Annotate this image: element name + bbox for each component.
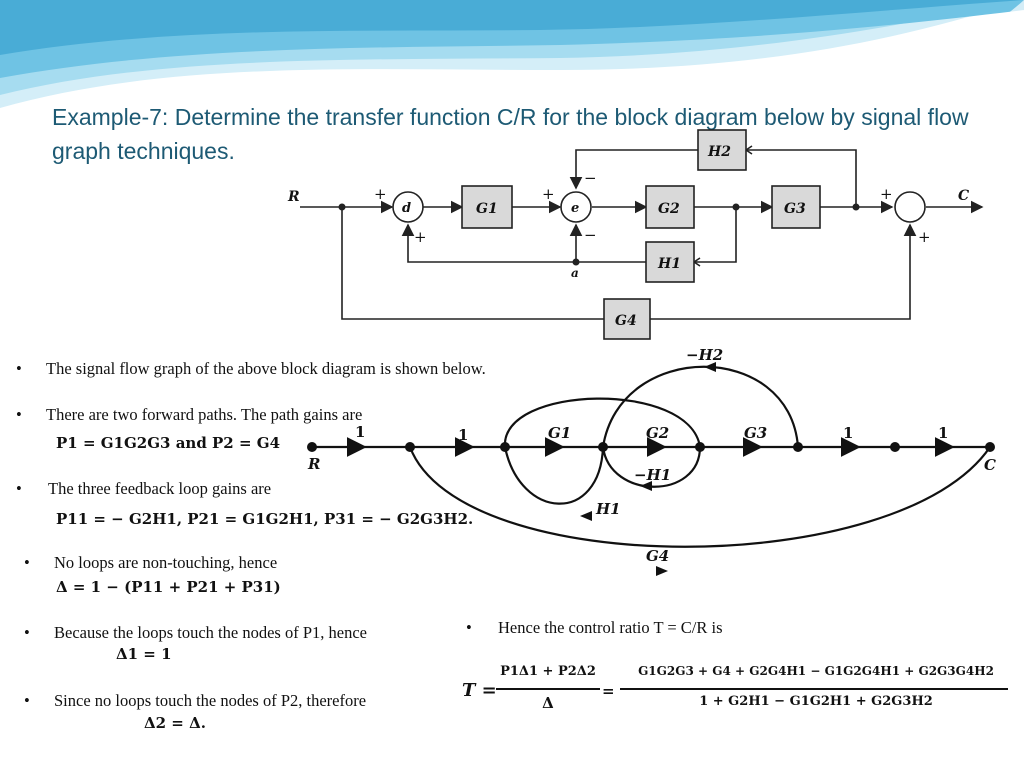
sfg-label-minus-h1: −H1 — [634, 466, 671, 484]
sign-e-left: + — [542, 185, 555, 203]
junction-d — [392, 191, 424, 223]
bullet-text: No loops are non-touching, hence — [54, 553, 278, 572]
eq-equals: = — [602, 682, 615, 700]
fraction-bar-rhs — [620, 688, 1008, 690]
junction-e — [560, 191, 592, 223]
block-g3 — [771, 185, 821, 229]
sfg-label-1d: 1 — [938, 424, 948, 442]
sfg-label-1c: 1 — [843, 424, 853, 442]
bullet-non-touching: •No loops are non-touching, hence — [24, 553, 278, 572]
bullet-loop-gains: •The three feedback loop gains are — [16, 479, 272, 498]
bullet-text: There are two forward paths. The path ga… — [46, 405, 363, 424]
sfg-label-g2: G2 — [646, 424, 669, 442]
block-g1 — [461, 185, 513, 229]
eq-t-rhs-den: 1 + G2H1 − G1G2H1 + G2G3H2 — [699, 694, 933, 709]
slide-title: Example-7: Determine the transfer functi… — [52, 104, 969, 164]
sfg-label-output: C — [984, 456, 996, 474]
eq-t-lhs: T = — [462, 680, 497, 701]
sign-out-bottom: + — [918, 228, 931, 246]
eq-delta2: Δ2 = Δ. — [144, 714, 206, 732]
eq-delta: Δ = 1 − (P11 + P21 + P31) — [56, 578, 281, 596]
block-h1 — [645, 241, 695, 283]
bullet-text: The signal flow graph of the above block… — [46, 359, 486, 378]
label-junction-d: d — [402, 201, 411, 216]
label-junction-e: e — [571, 201, 579, 216]
label-h1: H1 — [657, 256, 681, 272]
sign-out-left: + — [880, 185, 893, 203]
sfg-label-1a: 1 — [355, 423, 365, 441]
eq-delta1: Δ1 = 1 — [116, 645, 172, 663]
label-g4: G4 — [615, 313, 637, 329]
sfg-label-g3: G3 — [744, 424, 767, 442]
label-node-a: a — [571, 266, 579, 280]
sfg-label-g1: G1 — [548, 424, 571, 442]
sfg-label-1b: 1 — [458, 426, 468, 444]
fraction-bar-mid — [496, 688, 600, 690]
sfg-label-h1: H1 — [595, 500, 621, 518]
block-g2 — [645, 185, 695, 229]
bullet-forward-paths: •There are two forward paths. The path g… — [16, 405, 363, 424]
sfg-label-input: R — [307, 455, 320, 473]
bullet-text: Since no loops touch the nodes of P2, th… — [54, 691, 367, 710]
eq-t-rhs-num: G1G2G3 + G4 + G2G4H1 − G1G2G4H1 + G2G3G4… — [638, 664, 994, 678]
eq-forward-paths: P1 = G1G2G3 and P2 = G4 — [56, 434, 281, 452]
eq-loop-gains: P11 = − G2H1, P21 = G1G2H1, P31 = − G2G3… — [56, 510, 474, 528]
block-h2 — [697, 129, 747, 171]
label-output-c: C — [958, 188, 969, 204]
label-g3: G3 — [784, 201, 806, 217]
header-wave-decoration — [0, 0, 1024, 108]
sfg-label-minus-h2: −H2 — [686, 346, 723, 364]
label-g2: G2 — [658, 201, 680, 217]
bullet-text: The three feedback loop gains are — [48, 479, 272, 498]
sign-d-left: + — [374, 185, 387, 203]
bullet-delta2: •Since no loops touch the nodes of P2, t… — [24, 690, 424, 712]
label-input-r: R — [287, 189, 300, 205]
sfg-label-g4: G4 — [646, 547, 669, 565]
label-h2: H2 — [707, 144, 731, 160]
junction-output — [894, 191, 926, 223]
sign-e-bottom: − — [584, 226, 597, 244]
block-g4 — [603, 298, 651, 340]
bullet-text: Because the loops touch the nodes of P1,… — [54, 623, 367, 642]
eq-t-mid-num: P1Δ1 + P2Δ2 — [500, 664, 596, 679]
bullet-sfg-intro: •The signal flow graph of the above bloc… — [16, 359, 486, 378]
bullet-text: Hence the control ratio T = C/R is — [498, 618, 723, 637]
bullet-delta1: •Because the loops touch the nodes of P1… — [24, 622, 424, 644]
bullet-control-ratio: •Hence the control ratio T = C/R is — [466, 618, 723, 637]
eq-t-mid-den: Δ — [542, 694, 554, 712]
sign-e-top: − — [584, 169, 597, 187]
sign-d-bottom: + — [414, 228, 427, 246]
label-g1: G1 — [476, 201, 498, 217]
